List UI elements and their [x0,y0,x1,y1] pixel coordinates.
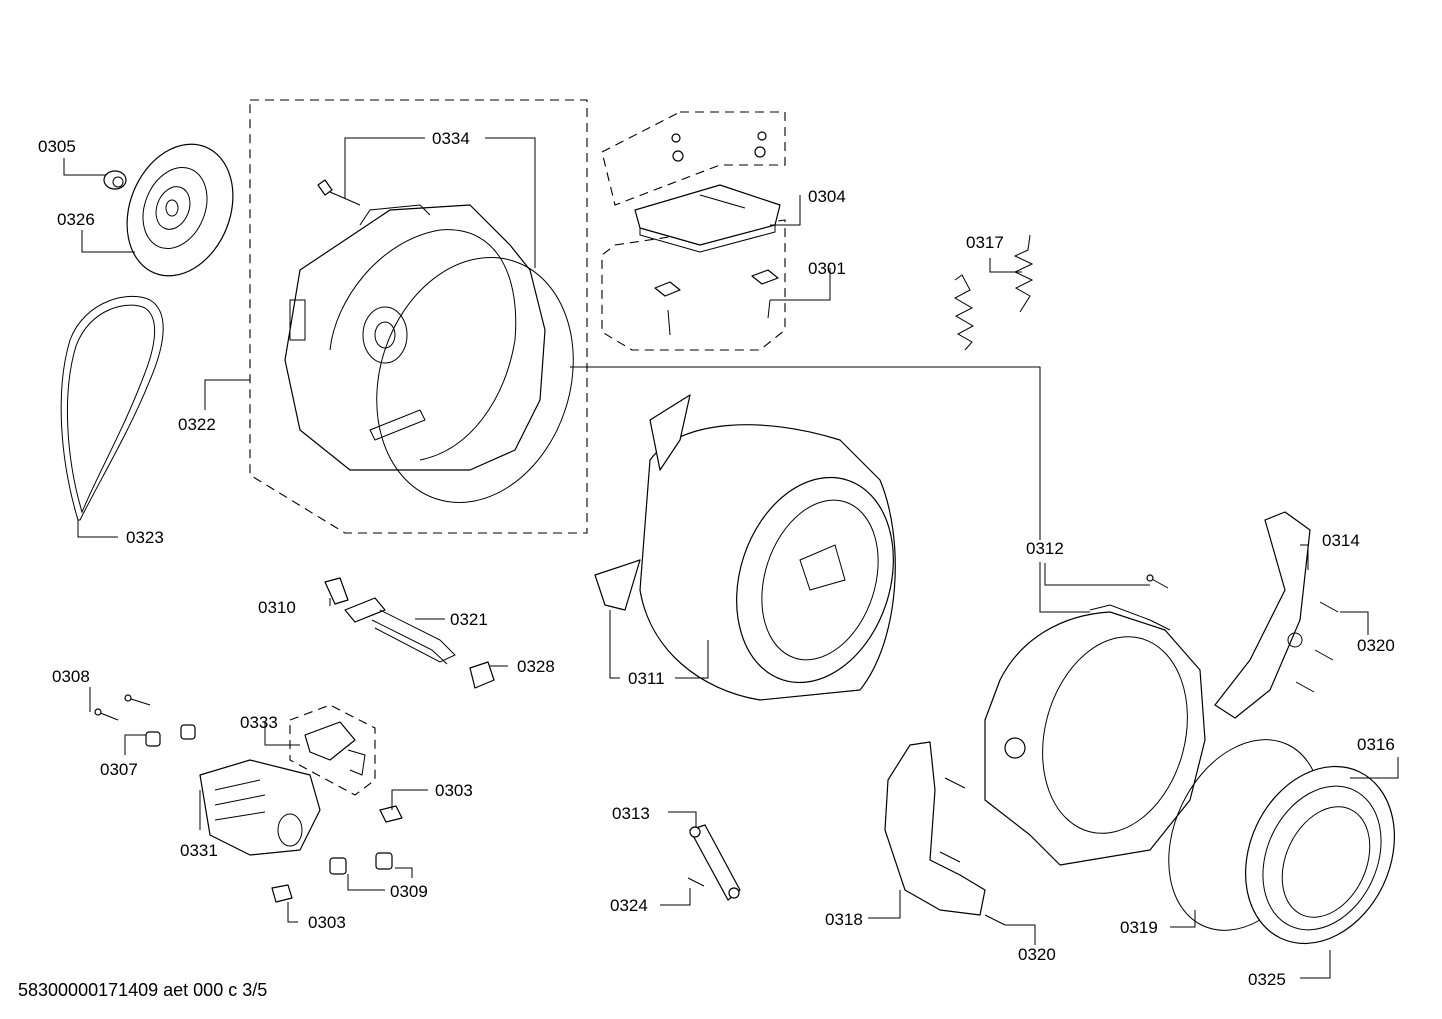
tub-assembly-group-box [249,99,588,534]
sensor-mount-group-box [601,219,786,351]
counterweight-part [634,184,781,253]
callout-0328: 0328 [517,657,555,676]
callout-0326: 0326 [57,210,95,229]
counterweight-washers-part [671,131,767,162]
callout-0321: 0321 [450,610,488,629]
callout-0311: 0311 [628,669,665,688]
callout-0303-upper: 0303 [435,781,473,800]
callout-0325: 0325 [1248,970,1286,989]
bushing-part [103,170,127,190]
callout-0318: 0318 [825,910,863,929]
counterweight-group-box [601,111,786,206]
carbon-brushes-0307-part [145,724,196,747]
callout-0314: 0314 [1322,531,1360,550]
sensor-0310-part [324,577,349,605]
pin-0324-part [687,877,705,887]
callout-0313: 0313 [612,804,650,823]
callout-labels: 0305 0326 0334 0304 0317 0301 0322 0323 … [38,129,1395,989]
counterweight-bracket-0314-part [1214,511,1311,719]
pulley-part [126,143,234,277]
suspension-springs-part [953,234,1034,351]
callout-0334: 0334 [432,129,470,148]
callout-0317: 0317 [966,233,1004,252]
tub-front-half-part [984,604,1206,866]
screw-0312-part [1146,574,1169,589]
callout-0310: 0310 [258,598,296,617]
door-seal-assembly-part [1168,739,1396,945]
callout-0308: 0308 [52,667,90,686]
callout-0301: 0301 [808,259,846,278]
callout-0307: 0307 [100,760,138,779]
callout-0320-left: 0320 [1018,945,1056,964]
shock-absorber-part [689,824,741,901]
callout-0319: 0319 [1120,918,1158,937]
callout-0322: 0322 [178,415,216,434]
drive-belt-part [60,295,164,521]
heater-element-part [344,597,456,665]
callout-0320-right: 0320 [1357,636,1395,655]
tacho-sensor-0333-part [304,721,366,776]
motor-part [199,759,321,856]
tub-bolt-part [317,179,361,206]
callout-0305: 0305 [38,137,76,156]
document-reference: 58300000171409 aet 000 c 3/5 [18,980,268,1000]
callout-0323: 0323 [126,528,164,547]
screws-0320-left-part [939,777,1006,926]
motor-sensor-group-box [289,704,376,796]
callout-0331: 0331 [180,841,218,860]
tub-seal-ring-part [376,257,574,503]
callout-0303-lower: 0303 [308,913,346,932]
callout-0304: 0304 [808,187,846,206]
callout-0333: 0333 [240,713,278,732]
brushes-0309-part [329,852,393,875]
callout-0324: 0324 [610,896,648,915]
sensor-clips-part [654,269,779,336]
tub-rear-half-part [284,204,546,471]
screws-0320-right-part [1295,601,1339,693]
counterweight-bracket-0318-part [884,741,986,916]
screws-0308-part [94,694,151,721]
leader-lines [63,137,1399,979]
callout-0316: 0316 [1357,735,1395,754]
callout-0312: 0312 [1026,539,1064,558]
connector-0303a-part [379,805,403,823]
connector-0303b-part [271,884,293,903]
heater-clamp-part [469,661,495,689]
drum-part [594,394,896,701]
callout-0309: 0309 [390,882,428,901]
